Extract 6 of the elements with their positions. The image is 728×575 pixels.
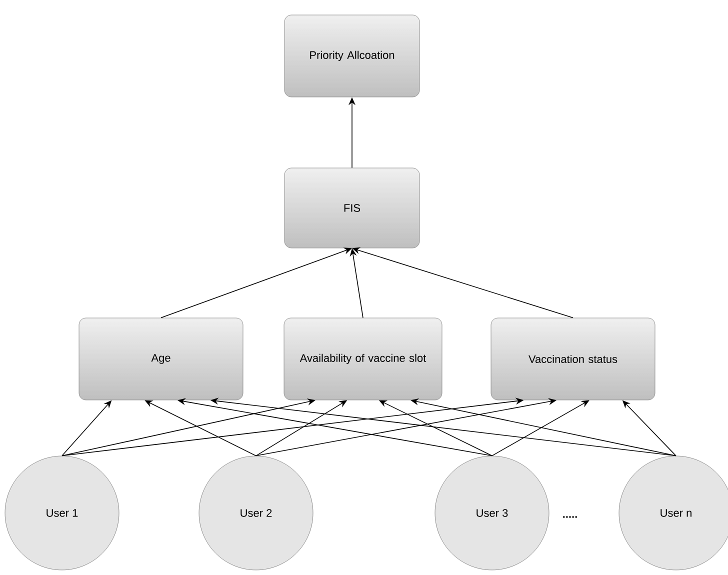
- process-box: Vaccination status: [490, 318, 656, 400]
- process-box: Availability of vaccine slot: [284, 318, 442, 400]
- process-box: FIS: [284, 168, 420, 248]
- process-box: Age: [78, 318, 244, 400]
- ellipsis-label: .....: [563, 516, 577, 518]
- process-box: Priority Allcoation: [284, 14, 420, 98]
